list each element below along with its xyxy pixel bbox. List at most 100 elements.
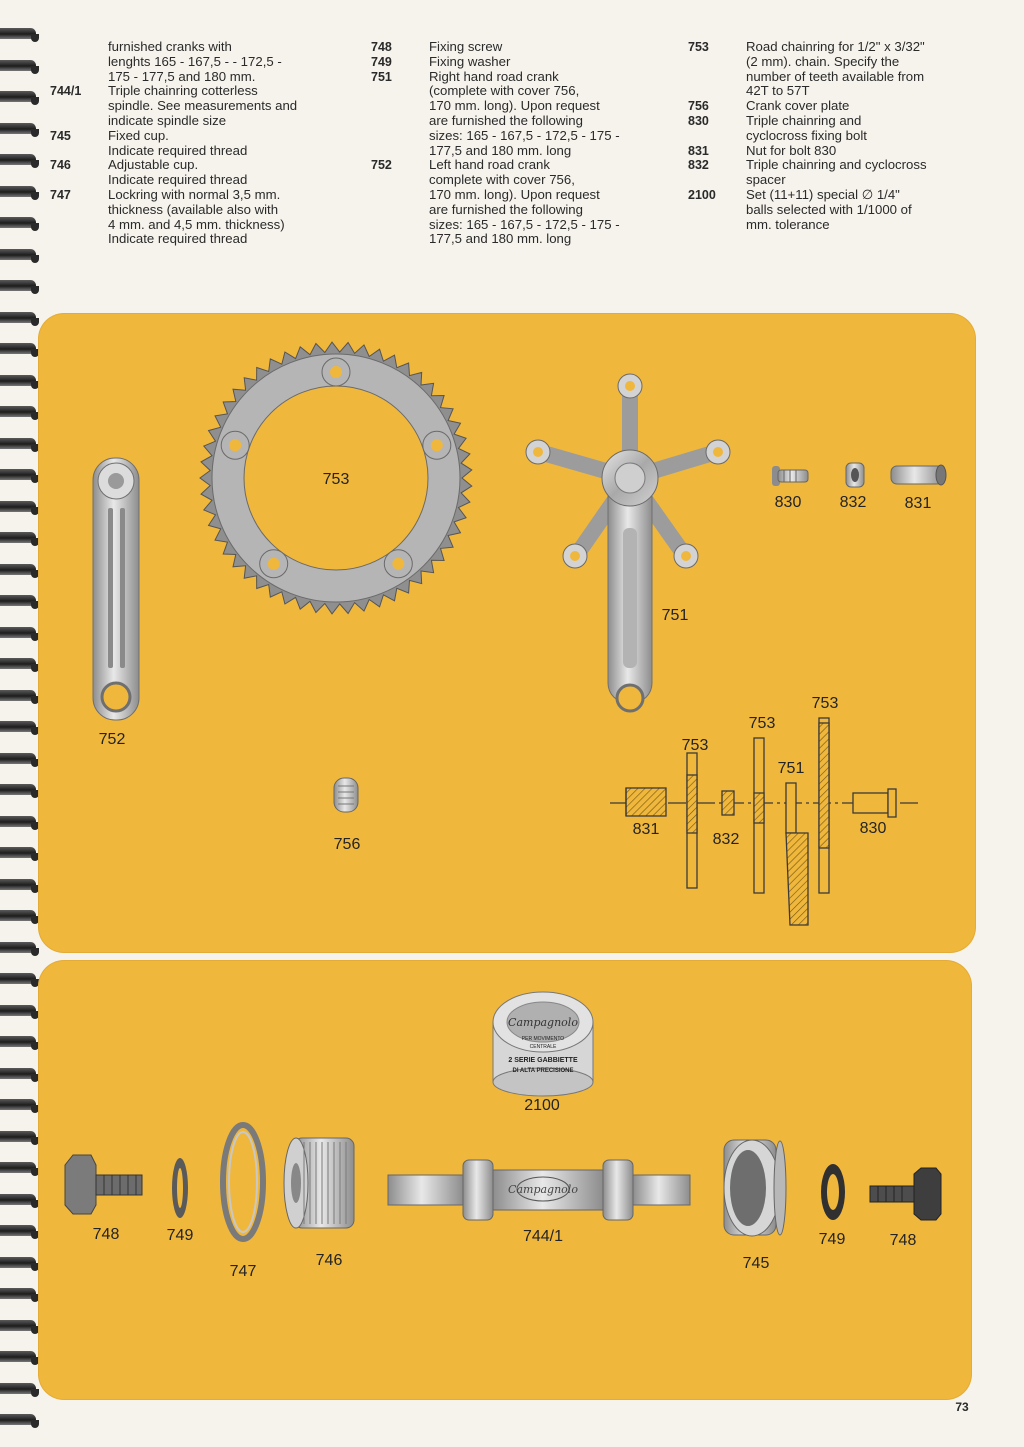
part-description: Indicate required thread <box>108 172 248 188</box>
part-description: spindle. See measurements and <box>108 98 298 114</box>
part-entry-line: complete with cover 756, <box>371 172 671 188</box>
binding-ring <box>0 910 39 924</box>
part-description: furnished cranks with <box>108 39 232 54</box>
part-description: number of teeth available from <box>746 68 925 84</box>
part-description: Right hand road crank <box>429 68 559 84</box>
binding-ring <box>0 595 39 609</box>
part-description: spacer <box>746 172 786 188</box>
binding-ring <box>0 689 39 704</box>
binding-ring <box>0 1288 39 1302</box>
bottom-bracket-panel: Campagnolo PER MOVIMENTO CENTRALE 2 SERI… <box>38 960 972 1400</box>
label-diagram-751: 751 <box>777 760 805 777</box>
part-entry-line: 751 Right hand road crank <box>371 68 671 85</box>
part-description: Nut for bolt 830 <box>746 142 837 158</box>
part-number <box>371 218 429 233</box>
binding-ring <box>0 1193 39 1208</box>
binding-ring <box>0 406 39 420</box>
binding-ring <box>0 626 39 641</box>
part-entry-line: 170 mm. long). Upon request <box>371 187 671 203</box>
part-number <box>50 218 108 233</box>
binding-ring <box>0 973 39 987</box>
part-description: (2 mm). chain. Specify the <box>746 53 900 69</box>
part-number: 744/1 <box>50 84 82 99</box>
part-number <box>688 84 746 99</box>
binding-ring <box>0 1099 39 1113</box>
crank-cover-756 <box>333 777 359 813</box>
part-entry-line: 177,5 and 180 mm. long <box>371 143 671 159</box>
binding-ring <box>0 752 39 767</box>
part-number <box>50 114 108 129</box>
part-number: 753 <box>688 40 709 54</box>
part-description: Indicate required thread <box>108 231 248 247</box>
part-description: 170 mm. long). Upon request <box>429 98 600 114</box>
part-number: 751 <box>371 69 392 84</box>
part-entry-line: Indicate required thread <box>50 172 350 188</box>
part-number: 747 <box>50 187 71 202</box>
part-description: Triple chainring and <box>746 112 862 128</box>
part-number <box>371 203 429 218</box>
part-entry-line: 170 mm. long). Upon request <box>371 98 671 114</box>
part-entry-line: 745 Fixed cup. <box>50 127 350 144</box>
part-description: 4 mm. and 4,5 mm. thickness) <box>108 216 285 232</box>
label-screw-748-left: 748 <box>92 1226 120 1243</box>
part-entry-line: (complete with cover 756, <box>371 84 671 99</box>
binding-ring <box>0 1067 39 1082</box>
part-description: Crank cover plate <box>746 98 850 114</box>
label-ball-set-2100: 2100 <box>524 1097 560 1114</box>
part-description: Fixed cup. <box>108 127 169 143</box>
binding-ring <box>0 1225 39 1239</box>
part-description: are furnished the following <box>429 201 583 217</box>
part-number <box>50 99 108 114</box>
binding-ring <box>0 563 39 578</box>
label-chainring-753: 753 <box>322 471 350 488</box>
screw-748-left <box>64 1154 143 1215</box>
binding-ring <box>0 437 39 452</box>
part-number: 745 <box>50 128 71 143</box>
part-entry-line: indicate spindle size <box>50 113 350 129</box>
part-description: cyclocross fixing bolt <box>746 127 867 143</box>
binding-ring <box>0 658 39 672</box>
part-number: 746 <box>50 158 71 173</box>
part-number: 831 <box>688 143 709 158</box>
binding-ring <box>0 532 39 546</box>
svg-text:CENTRALE: CENTRALE <box>530 1044 557 1050</box>
label-bolt-830: 830 <box>774 494 802 511</box>
binding-ring <box>0 1256 39 1271</box>
part-entry-line: spindle. See measurements and <box>50 98 350 114</box>
part-description: lenghts 165 - 167,5 - - 172,5 - <box>108 53 282 69</box>
part-number: 830 <box>688 113 709 128</box>
bolt-830 <box>772 466 809 486</box>
part-entry-line: furnished cranks with <box>50 39 350 55</box>
part-entry-line: balls selected with 1/1000 of <box>688 202 978 218</box>
part-number <box>371 84 429 99</box>
part-description: Lockring with normal 3,5 mm. <box>108 186 281 202</box>
part-number: 756 <box>688 99 709 114</box>
binding-ring <box>0 941 39 956</box>
part-description: Indicate required thread <box>108 142 248 158</box>
crankset-illustration <box>92 341 947 926</box>
part-entry-line: number of teeth available from <box>688 68 978 85</box>
right-crank-751 <box>525 373 731 713</box>
part-entry-line: are furnished the following <box>371 201 671 218</box>
binding-ring <box>0 1036 39 1050</box>
part-entry-line: 756 Crank cover plate <box>688 98 978 114</box>
label-right-crank-751: 751 <box>661 607 689 624</box>
svg-text:2 SERIE GABBIETTE: 2 SERIE GABBIETTE <box>508 1057 578 1064</box>
binding-ring <box>0 500 39 515</box>
binding-ring <box>0 784 39 798</box>
part-entry-line: lenghts 165 - 167,5 - - 172,5 - <box>50 53 350 70</box>
svg-text:Campagnolo: Campagnolo <box>508 1183 578 1196</box>
part-number: 752 <box>371 158 392 173</box>
part-description: Triple chainring and cyclocross <box>746 157 927 173</box>
screw-748-right <box>869 1167 942 1221</box>
part-number <box>50 232 108 247</box>
part-number: 749 <box>371 54 392 69</box>
binding-ring <box>0 847 39 861</box>
binding-ring <box>0 1414 39 1428</box>
washer-749-right <box>821 1164 845 1220</box>
part-entry-line: 42T to 57T <box>688 84 978 99</box>
binding-ring <box>0 815 39 830</box>
